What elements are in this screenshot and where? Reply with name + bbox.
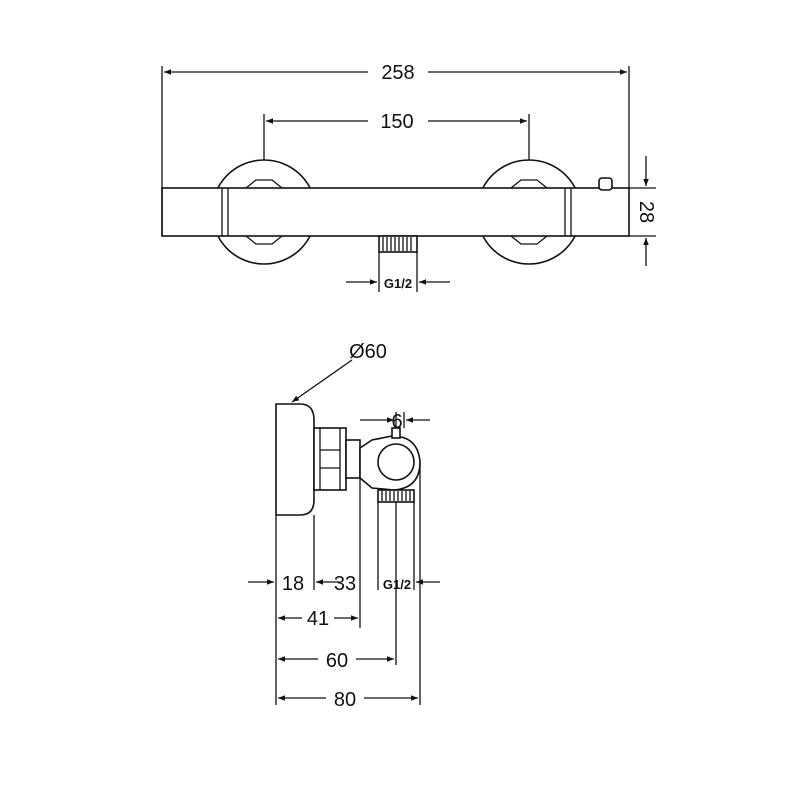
side-view: Ø60 6 18 33 G1/2 41 60 80 xyxy=(248,341,440,711)
dim-label-18: 18 xyxy=(282,573,304,595)
dim-label-g12-side: G1/2 xyxy=(383,577,411,592)
dim-label-28: 28 xyxy=(635,201,657,223)
dim-label-g12-front: G1/2 xyxy=(384,276,412,291)
side-hex xyxy=(319,428,341,490)
safety-button xyxy=(598,177,613,191)
leader-diameter xyxy=(291,359,353,403)
dim-label-diameter: Ø60 xyxy=(349,341,387,363)
side-nut xyxy=(345,439,361,479)
right-hex-nut xyxy=(510,179,548,245)
dim-label-60: 60 xyxy=(326,650,348,672)
dim-label-6: 6 xyxy=(391,411,402,433)
dim-label-258: 258 xyxy=(381,62,414,84)
outlet-thread-hatching xyxy=(382,237,412,251)
dim-label-150: 150 xyxy=(380,111,413,133)
dim-label-41: 41 xyxy=(307,608,329,630)
side-connector xyxy=(313,427,347,491)
side-body-pipe xyxy=(377,443,415,481)
dim-label-33: 33 xyxy=(334,573,356,595)
dim-label-80: 80 xyxy=(334,689,356,711)
left-hex-nut xyxy=(245,179,283,245)
mixer-body xyxy=(161,187,630,237)
side-outlet-thread xyxy=(377,489,415,503)
front-view: 258 150 28 G1/2 xyxy=(161,62,657,292)
side-escutcheon xyxy=(275,403,315,516)
